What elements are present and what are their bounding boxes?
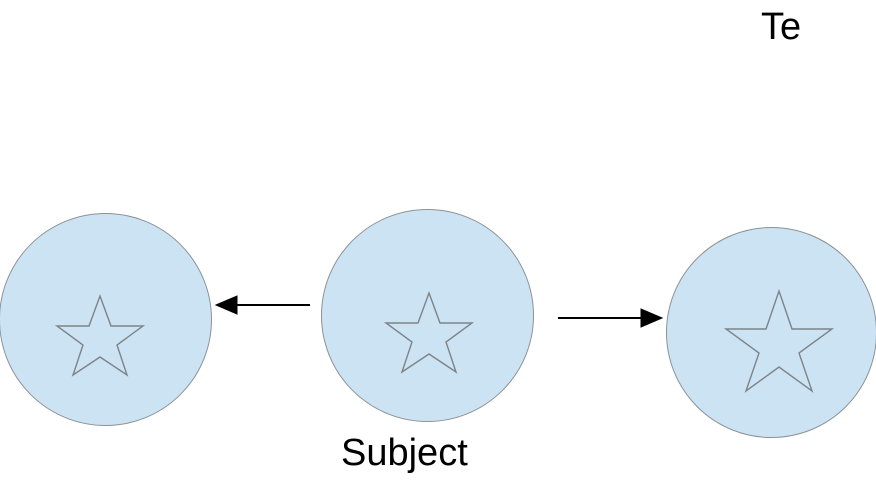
center-circle-node[interactable] xyxy=(321,209,534,422)
right-circle-node[interactable] xyxy=(666,227,876,438)
arrow-left xyxy=(214,295,310,315)
star-icon xyxy=(54,293,146,377)
star-icon xyxy=(383,290,475,374)
arrow-right xyxy=(558,308,664,328)
subject-label: Subject xyxy=(341,432,468,474)
star-icon xyxy=(723,288,835,393)
clipped-text-label: Te xyxy=(761,6,802,48)
left-circle-node[interactable] xyxy=(0,213,212,426)
